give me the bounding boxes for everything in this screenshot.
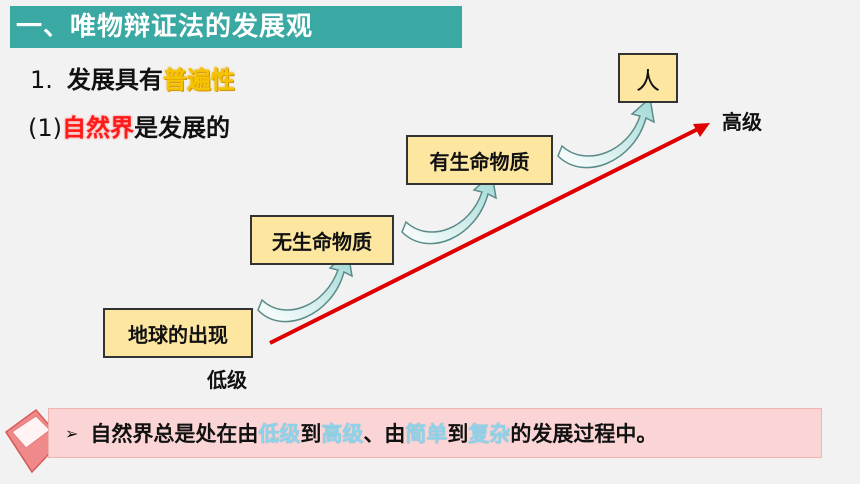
subheading-text: 是发展的 (134, 114, 231, 142)
summary-text-2: 到 (300, 422, 322, 446)
bullet-arrow-icon: ➢ (65, 423, 79, 443)
summary-box: ➢ 自然界总是处在由低级到高级、由简单到复杂的发展过程中。 (48, 408, 822, 458)
stage-inorganic-matter: 无生命物质 (250, 215, 394, 265)
summary-kw-low: 低级 (258, 422, 301, 446)
paren-open: ( (28, 114, 38, 142)
curve-arrow-3 (557, 96, 655, 169)
summary-text-1: 自然界总是处在由 (90, 422, 259, 446)
subheading-nature: (1)自然界是发展的 (28, 108, 230, 143)
summary-kw-complex: 复杂 (468, 422, 511, 446)
subheading-highlight: 自然界 (62, 114, 135, 142)
stage-living-matter: 有生命物质 (406, 135, 553, 185)
stage-human: 人 (618, 53, 678, 103)
trend-arrow-line (269, 126, 701, 345)
label-high-level: 高级 (722, 110, 762, 134)
heading-universality: 1. 发展具有普遍性 (30, 60, 235, 95)
summary-kw-simple: 简单 (405, 422, 448, 446)
summary-text-4: 到 (447, 422, 469, 446)
sub-number: 1 (37, 114, 53, 142)
trend-arrow-head (693, 123, 710, 137)
summary-text-5: 的发展过程中。 (510, 422, 658, 446)
heading-highlight: 普遍性 (162, 66, 235, 94)
summary-kw-high: 高级 (321, 422, 364, 446)
summary-text-3: 、由 (363, 422, 406, 446)
heading-number: 1. (30, 66, 53, 94)
paren-close: ) (52, 114, 63, 142)
label-low-level: 低级 (207, 368, 247, 392)
heading-text: 发展具有 (66, 66, 163, 94)
slide-title: 一、唯物辩证法的发展观 (10, 6, 462, 48)
stage-earth: 地球的出现 (103, 308, 253, 358)
